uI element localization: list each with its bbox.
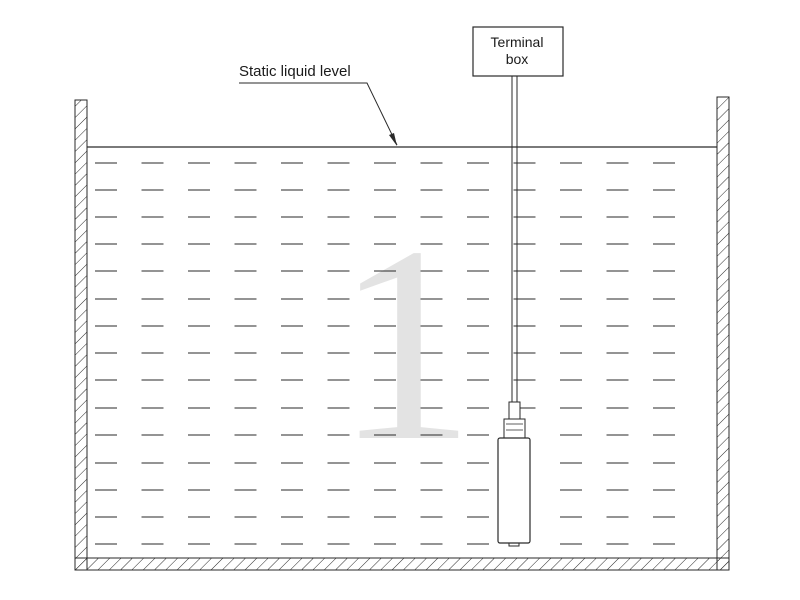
- cable-gland: [503, 418, 526, 440]
- probe-body: [497, 437, 531, 544]
- tank-right-wall: [716, 96, 730, 571]
- pressure-sensor-probe: [497, 401, 531, 547]
- terminal-box-label-line2: box: [506, 51, 529, 67]
- tank-bottom-wall: [74, 557, 730, 571]
- cable-gland-neck: [508, 401, 521, 421]
- static-level-arrowhead: [389, 133, 397, 146]
- static-level-label: Static liquid level: [239, 63, 351, 80]
- terminal-box: [472, 26, 564, 77]
- terminal-box-label-line1: Terminal: [491, 34, 544, 50]
- tank-left-wall: [74, 99, 88, 571]
- static-level-leader: [239, 82, 398, 146]
- tank: [74, 96, 730, 571]
- sensor-cable: [511, 76, 518, 402]
- probe-tip: [508, 543, 520, 547]
- liquid-dashes: [95, 162, 675, 545]
- watermark-digit: 1: [335, 188, 475, 499]
